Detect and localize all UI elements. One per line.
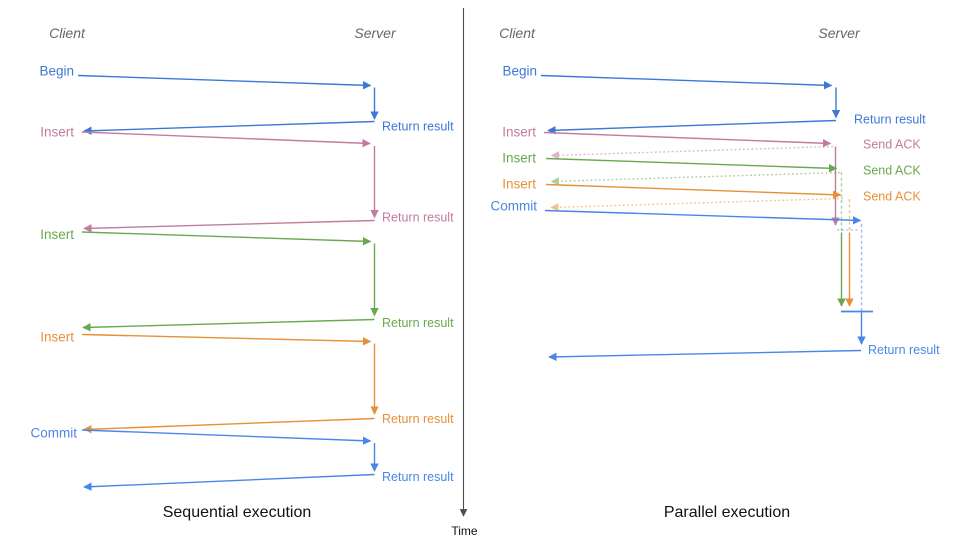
seq-begin-response-label: Return result xyxy=(382,120,454,134)
seq-message-insert-3: Insert Return result xyxy=(40,330,454,434)
par-insert3-request-label: Insert xyxy=(502,177,536,192)
parallel-panel: Client Server Begin Return result Insert… xyxy=(491,25,941,521)
client-lifeline-header: Client xyxy=(499,25,536,41)
par-begin-response-label: Return result xyxy=(854,113,926,127)
par-insert2-ack-line xyxy=(550,171,841,186)
seq-begin-response-line xyxy=(83,120,375,135)
par-final-response-line xyxy=(548,349,862,362)
server-lifeline-header: Server xyxy=(818,25,861,41)
time-axis-label: Time xyxy=(451,524,478,538)
par-insert2-request-label: Insert xyxy=(502,151,536,166)
seq-insert1-request-label: Insert xyxy=(40,125,74,140)
seq-insert3-request-label: Insert xyxy=(40,330,74,345)
client-lifeline-header: Client xyxy=(49,25,86,41)
seq-insert3-response-line xyxy=(83,417,375,434)
seq-begin-request-label: Begin xyxy=(39,64,74,79)
seq-commit-request-label: Commit xyxy=(31,426,78,441)
parallel-caption: Parallel execution xyxy=(664,504,790,521)
par-insert2-request-line xyxy=(545,157,838,173)
seq-insert2-response-label: Return result xyxy=(382,316,454,330)
par-insert1-request-label: Insert xyxy=(502,125,536,140)
par-insert1-ack-line xyxy=(550,145,834,160)
seq-insert3-response-label: Return result xyxy=(382,412,454,426)
par-begin-request-line xyxy=(540,74,833,90)
par-insert3-ack-label: Send ACK xyxy=(863,190,921,204)
seq-insert1-request-line xyxy=(81,131,371,148)
par-begin-response-line xyxy=(547,119,837,135)
seq-insert2-request-label: Insert xyxy=(40,227,74,242)
seq-insert3-request-line xyxy=(81,333,372,346)
par-message-insert-3: Insert Send ACK xyxy=(502,177,921,307)
par-insert1-ack-label: Send ACK xyxy=(863,138,921,152)
par-commit-request-label: Commit xyxy=(491,199,538,214)
seq-message-begin: Begin Return result xyxy=(39,64,454,135)
seq-message-insert-2: Insert Return result xyxy=(40,227,454,332)
seq-insert1-response-line xyxy=(83,219,375,233)
par-insert2-ack-label: Send ACK xyxy=(863,164,921,178)
sequential-panel: Client Server Begin Return result Insert… xyxy=(31,25,455,521)
par-insert1-request-line xyxy=(543,131,832,148)
seq-insert1-response-label: Return result xyxy=(382,211,454,225)
seq-commit-response-label: Return result xyxy=(382,470,454,484)
par-begin-request-label: Begin xyxy=(502,64,537,79)
par-commit-request-line xyxy=(544,209,862,225)
par-message-commit: Commit Return result xyxy=(491,199,940,362)
par-message-insert-2: Insert Send ACK xyxy=(502,151,921,307)
seq-insert2-request-line xyxy=(81,231,372,246)
seq-commit-response-line xyxy=(83,473,375,491)
par-insert3-request-line xyxy=(545,183,842,199)
seq-insert2-response-line xyxy=(82,318,375,332)
seq-commit-request-line xyxy=(81,429,372,445)
par-message-insert-1: Insert Send ACK xyxy=(502,125,921,226)
seq-message-commit: Commit Return result xyxy=(31,426,454,491)
par-insert3-ack-line xyxy=(550,197,844,212)
server-lifeline-header: Server xyxy=(354,25,397,41)
seq-message-insert-1: Insert Return result xyxy=(40,125,454,233)
seq-begin-request-line xyxy=(77,74,372,90)
par-message-begin: Begin Return result xyxy=(502,64,926,135)
sequential-caption: Sequential execution xyxy=(163,504,312,521)
par-final-response-label: Return result xyxy=(868,343,940,357)
time-axis: Time xyxy=(451,8,478,538)
